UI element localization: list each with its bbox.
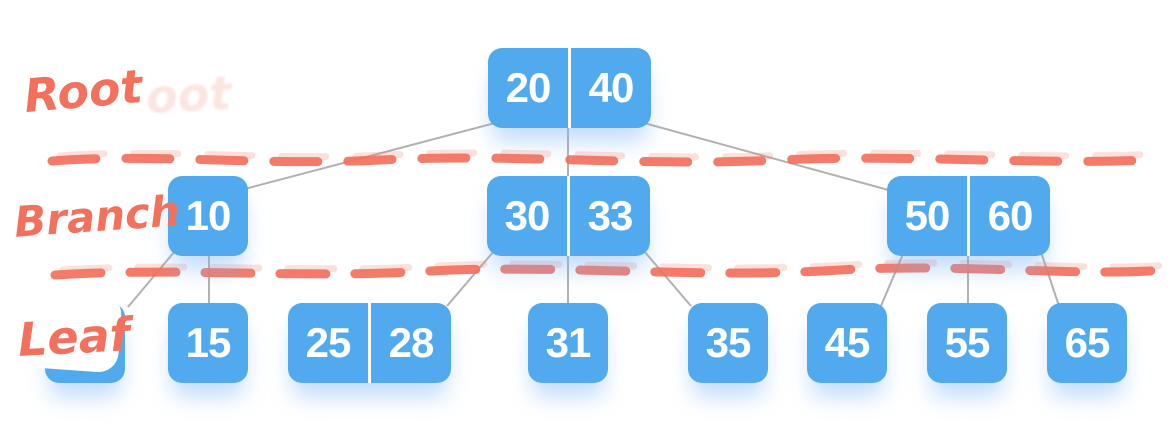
- level-separator-2: [50, 263, 1167, 280]
- btree-node-leaf-55: 55: [927, 303, 1007, 383]
- tree-edge: [1040, 251, 1060, 307]
- btree-node-branch-50-60: 50 60: [887, 176, 1050, 256]
- btree-node-root: 20 40: [488, 48, 651, 128]
- tree-edge: [643, 122, 893, 192]
- node-key: 65: [1064, 319, 1111, 366]
- node-key: 31: [545, 319, 592, 366]
- btree-node-branch-10: 10: [168, 176, 248, 256]
- node-key: 33: [567, 176, 650, 256]
- btree-node-leaf-65: 65: [1047, 303, 1127, 383]
- node-key: 25: [305, 319, 352, 366]
- level-separator-1: [47, 153, 1153, 167]
- node-key: 50: [904, 192, 951, 239]
- node-key: 15: [185, 319, 232, 366]
- node-key: 30: [504, 192, 551, 239]
- tree-edge: [880, 253, 904, 307]
- node-key: 60: [967, 176, 1050, 256]
- tree-edge: [643, 250, 692, 307]
- tree-edge: [127, 250, 176, 308]
- btree-node-leaf-31: 31: [528, 303, 608, 383]
- level-separator-2-echo: [59, 259, 1172, 274]
- level-separator-1-echo: [56, 149, 1158, 161]
- level-separator-dashes: [47, 149, 1172, 280]
- node-key: 40: [568, 48, 651, 128]
- tree-edge: [446, 250, 495, 307]
- node-key: 28: [368, 303, 451, 383]
- btree-node-leaf-15: 15: [168, 303, 248, 383]
- node-key: 35: [705, 319, 752, 366]
- node-key: 55: [944, 319, 991, 366]
- btree-node-leaf-25-28: 25 28: [288, 303, 451, 383]
- node-key: 10: [185, 192, 232, 239]
- node-key: 20: [505, 64, 552, 111]
- btree-node-leaf-45: 45: [807, 303, 887, 383]
- btree-node-branch-30-33: 30 33: [487, 176, 650, 256]
- root-level-label: Root: [21, 58, 145, 124]
- leaf-level-label: Leaf: [16, 307, 131, 367]
- btree-node-leaf-35: 35: [688, 303, 768, 383]
- node-key: 45: [824, 319, 871, 366]
